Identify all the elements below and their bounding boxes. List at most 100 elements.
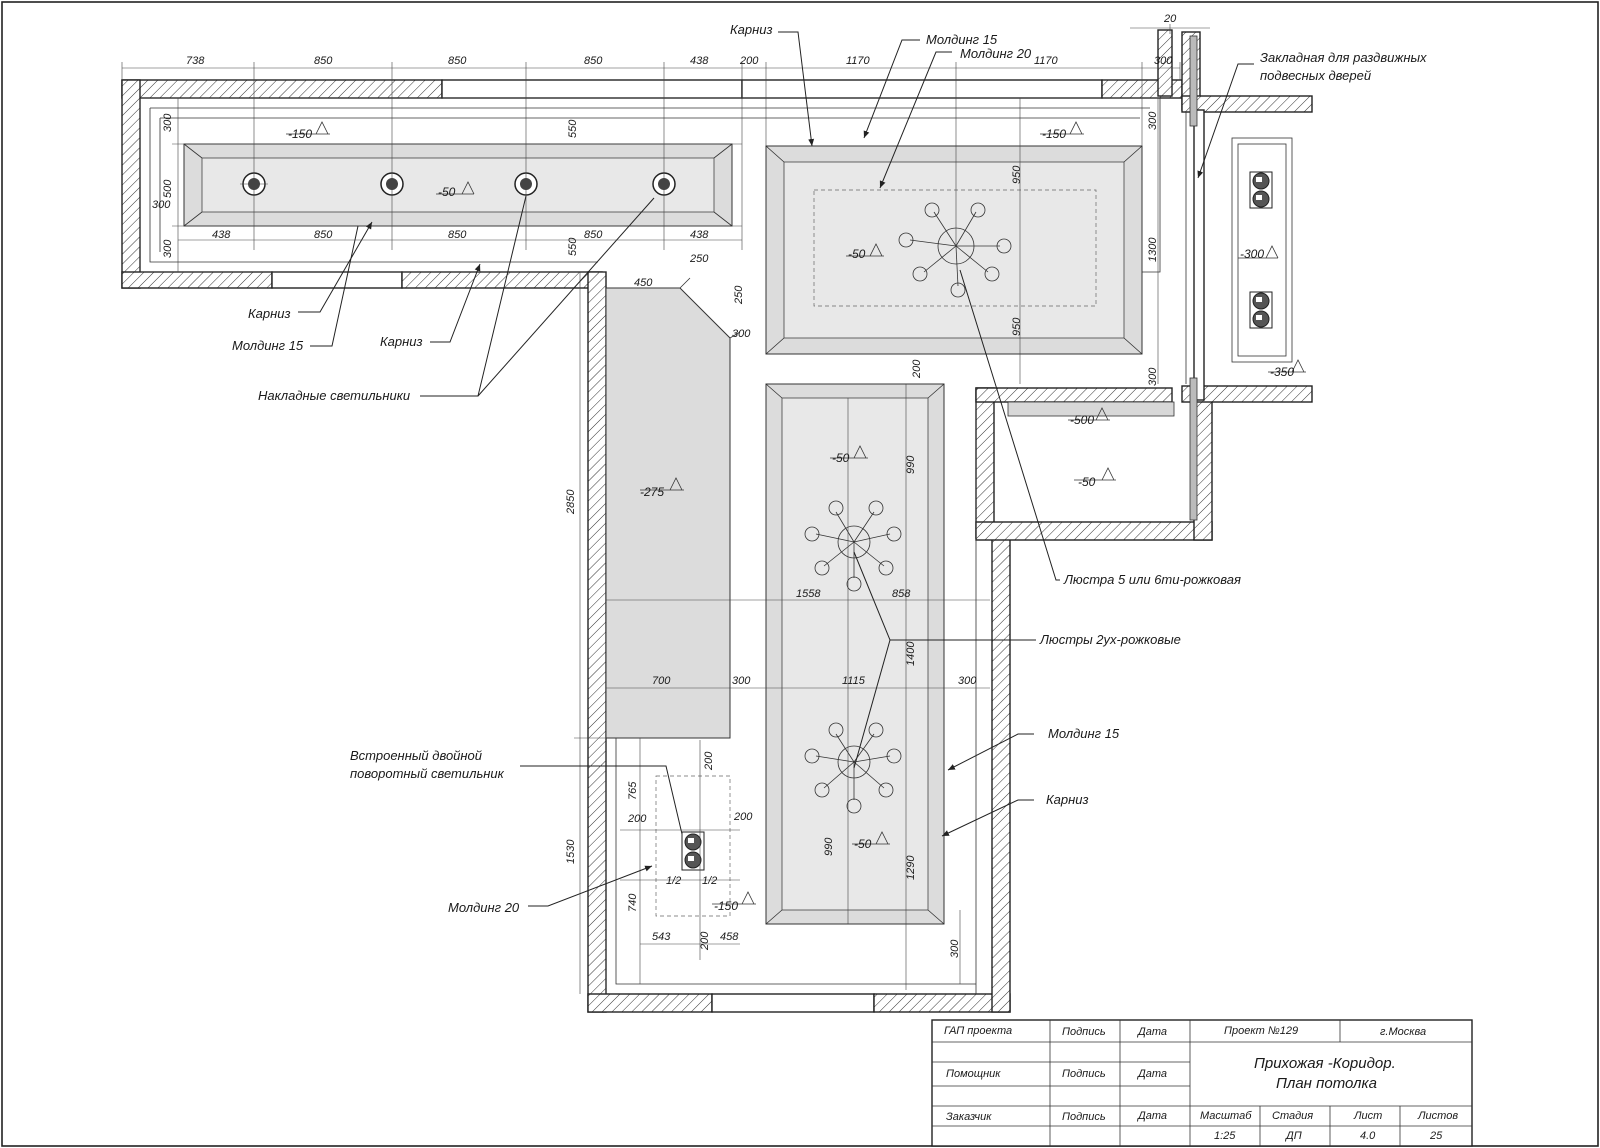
dim-450: 450 [634,277,653,289]
label-zakladnaya-1: Закладная для раздвижных [1260,50,1427,65]
svg-text:-50: -50 [832,451,850,465]
label-molding15-right: Молдинг 15 [1048,726,1120,741]
dimension-lines [121,24,1210,994]
dim-corr-300-a: 300 [732,675,751,687]
dim-panel-850-3: 850 [584,229,603,241]
tb-city: г.Москва [1380,1026,1426,1038]
leader-lines [298,31,1254,907]
dim-corr-858: 858 [892,588,911,600]
level-mark: -275 [640,477,684,499]
label-zakladnaya-2: подвесных дверей [1260,68,1371,83]
dim-room-950-b: 950 [1011,317,1023,336]
dim-spot-half-a: 1/2 [666,875,681,887]
spot-zone [655,775,731,917]
dim-top-1170-2: 1170 [1034,55,1059,67]
room-panel [765,145,1143,355]
dim-panel-850-1: 850 [314,229,333,241]
tb-gap: ГАП проекта [944,1025,1012,1037]
tb-pomoshnik: Помощник [946,1068,1001,1080]
dim-spot-458: 458 [720,931,739,943]
dim-top-20: 20 [1163,13,1177,25]
level-mark: -50 [830,445,868,465]
tb-list-h: Лист [1353,1110,1382,1122]
level-mark: -150 [286,121,330,141]
dim-550-b: 550 [567,237,579,256]
corridor-panel [765,383,945,925]
tb-data-2: Дата [1136,1068,1167,1080]
door-rail-top [1189,35,1198,127]
dim-top-1170-1: 1170 [846,55,871,67]
label-vstroenny-2: поворотный светильник [350,766,505,781]
svg-text:-275: -275 [640,485,664,499]
chandelier-corridor-1-icon [804,500,902,592]
label-vstroenny-1: Встроенный двойной [350,748,482,763]
svg-text:-50: -50 [848,247,866,261]
level-mark: -300 [1238,245,1279,261]
dim-room-950-a: 950 [1011,165,1023,184]
dim-corr-1400: 1400 [905,641,917,666]
svg-text:-50: -50 [1078,475,1096,489]
dim-room-1300: 1300 [1147,237,1159,262]
closet-double-spot-2-icon [1249,291,1273,329]
dimension-texts: 738 850 850 850 438 200 1170 1170 300 20… [152,13,1177,958]
svg-text:-350: -350 [1270,365,1294,379]
svg-text:-50: -50 [438,185,456,199]
dim-top-850-1: 850 [314,55,333,67]
dim-spot-half-b: 1/2 [702,875,717,887]
dim-left-500: 500 [162,179,174,198]
level-mark: -500 [1068,407,1110,427]
label-karniz-mid: Карниз [380,334,423,349]
dim-room-300-bottom: 300 [1147,367,1159,386]
dim-550-a: 550 [567,119,579,138]
label-nakladnye: Накладные светильники [258,388,410,403]
dim-spot-200-bottom: 200 [699,931,711,951]
svg-text:-150: -150 [714,899,738,913]
level-mark: -50 [436,181,475,199]
tb-podpis-1: Подпись [1062,1026,1106,1038]
dim-corr-300-b: 300 [958,675,977,687]
dim-left-300-2: 300 [152,199,171,211]
dim-top-850-3: 850 [584,55,603,67]
dim-corr-300-c: 300 [949,939,961,958]
label-molding20-top: Молдинг 20 [960,46,1032,61]
corridor-double-spot-icon [681,831,705,871]
closet-panel [1231,137,1293,363]
dim-left-300-1: 300 [162,113,174,132]
dim-corr-990-b: 990 [823,837,835,856]
tb-masshtab: 1:25 [1214,1130,1236,1142]
dim-panel-438-1: 438 [212,229,231,241]
dim-spot-543: 543 [652,931,671,943]
label-molding20-bottom: Молдинг 20 [448,900,520,915]
tb-stadia: ДП [1284,1130,1302,1142]
dim-left-1530: 1530 [565,839,577,864]
dim-corr-1290: 1290 [905,855,917,880]
top-left-panel [183,143,733,227]
dim-top-438: 438 [690,55,709,67]
dim-250-a: 250 [689,253,709,265]
dim-corr-990-a: 990 [905,455,917,474]
dim-room-300-top: 300 [1147,111,1159,130]
label-karniz-top: Карниз [730,22,773,37]
tb-zakazchik: Заказчик [946,1111,992,1123]
level-mark: -50 [846,243,884,261]
tb-listov-h: Листов [1417,1110,1458,1122]
dim-left-2850: 2850 [565,489,577,515]
dim-corr-1115: 1115 [842,675,866,687]
level-mark: -150 [712,891,756,913]
svg-text:-300: -300 [1240,247,1264,261]
tb-list: 4.0 [1360,1130,1376,1142]
tb-title-2: План потолка [1276,1075,1377,1092]
label-lustry2: Люстры 2ух-рожковые [1039,632,1181,647]
dim-250-b: 250 [733,285,745,305]
dim-top-300: 300 [1154,55,1173,67]
level-mark: -50 [852,831,890,851]
label-molding15-left: Молдинг 15 [232,338,304,353]
svg-text:-50: -50 [854,837,872,851]
dim-spot-200-left: 200 [627,813,647,825]
walls [121,29,1313,1013]
tb-data-3: Дата [1136,1110,1167,1122]
svg-text:-150: -150 [1042,127,1066,141]
niche-strip [1007,401,1175,417]
